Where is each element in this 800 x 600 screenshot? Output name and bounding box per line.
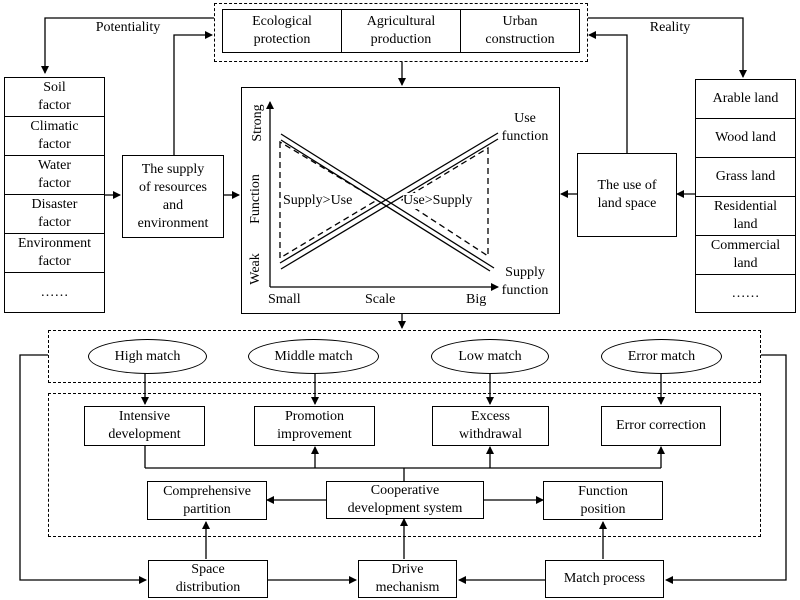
x-axis-big-label: Big (466, 292, 487, 307)
land-type-item: Residential land (696, 197, 795, 236)
y-axis-weak-label: Weak (248, 253, 263, 285)
high-match-ellipse: High match (88, 339, 207, 374)
intensive-development-box: Intensive development (84, 406, 205, 446)
cooperative-development-system-box: Cooperative development system (326, 481, 484, 519)
y-axis-strong-label: Strong (250, 104, 265, 142)
land-type-item: Grass land (696, 158, 795, 197)
use-greater-than-supply-label: Use>Supply (403, 193, 473, 209)
resource-factor-list: Soil factor Climatic factor Water factor… (4, 77, 105, 313)
middle-match-ellipse: Middle match (248, 339, 379, 374)
land-use-type-list: Arable land Wood land Grass land Residen… (695, 79, 796, 313)
x-axis-small-label: Small (268, 292, 301, 307)
agricultural-production-box: Agricultural production (341, 9, 461, 53)
potentiality-label: Potentiality (95, 20, 161, 35)
space-distribution-box: Space distribution (148, 560, 268, 598)
y-axis-title: Function (248, 174, 263, 224)
land-type-item: Arable land (696, 80, 795, 119)
function-position-box: Function position (543, 481, 663, 520)
use-function-label: Use function (501, 111, 549, 144)
land-type-item: Wood land (696, 119, 795, 158)
comprehensive-partition-box: Comprehensive partition (147, 481, 267, 520)
match-process-box: Match process (545, 560, 664, 598)
land-function-group (214, 3, 588, 62)
urban-construction-box: Urban construction (460, 9, 580, 53)
factor-item: Water factor (5, 156, 104, 195)
supply-greater-than-use-label: Supply>Use (283, 193, 353, 209)
factor-item: Soil factor (5, 78, 104, 117)
land-type-item: …… (731, 285, 760, 301)
factor-item: …… (40, 284, 69, 300)
factor-item: Environment factor (5, 234, 104, 273)
ecological-protection-box: Ecological protection (222, 9, 342, 53)
x-axis-title: Scale (365, 292, 396, 307)
resource-supply-box: The supply of resources and environment (122, 155, 224, 238)
factor-item: Disaster factor (5, 195, 104, 234)
promotion-improvement-box: Promotion improvement (254, 406, 375, 446)
supply-function-label: Supply function (501, 265, 549, 298)
low-match-ellipse: Low match (431, 339, 549, 374)
error-match-ellipse: Error match (601, 339, 722, 374)
match-level-group (48, 330, 761, 383)
excess-withdrawal-box: Excess withdrawal (432, 406, 549, 446)
response-system-group (48, 393, 761, 537)
drive-mechanism-box: Drive mechanism (358, 560, 457, 598)
land-space-use-box: The use of land space (577, 153, 677, 237)
land-type-item: Commercial land (696, 236, 795, 275)
factor-item: Climatic factor (5, 117, 104, 156)
reality-label: Reality (649, 20, 691, 35)
error-correction-box: Error correction (601, 406, 721, 446)
